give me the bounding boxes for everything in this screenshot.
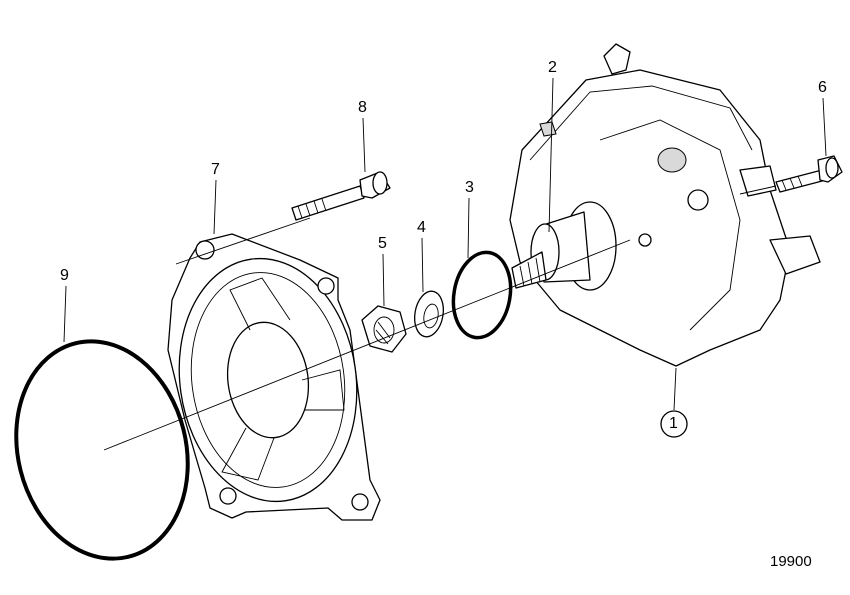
callout-2: 2 (548, 59, 557, 76)
assembly-axis-line (103, 239, 631, 451)
bolt-short (775, 155, 843, 193)
figure-number: 19900 (770, 553, 812, 570)
callout-9: 9 (60, 267, 69, 284)
hex-nut (361, 305, 407, 353)
o-ring-large (14, 339, 190, 561)
bolt-axis-line (175, 217, 311, 265)
leader-lines (63, 77, 827, 411)
callout-7: 7 (211, 161, 220, 178)
washer (413, 290, 445, 338)
o-ring-small (451, 250, 513, 340)
callout-3: 3 (465, 179, 474, 196)
bolt-short-axis-line (739, 185, 777, 195)
pump-housing-flange (167, 233, 381, 521)
callout-6: 6 (818, 79, 827, 96)
bolt-long (291, 171, 391, 221)
callout-circle-1 (660, 410, 688, 438)
callout-8: 8 (358, 99, 367, 116)
high-pressure-pump (509, 43, 821, 367)
pump-drive-shaft (511, 121, 617, 291)
callout-1: 1 (669, 415, 678, 432)
callout-5: 5 (378, 235, 387, 252)
callout-4: 4 (417, 219, 426, 236)
